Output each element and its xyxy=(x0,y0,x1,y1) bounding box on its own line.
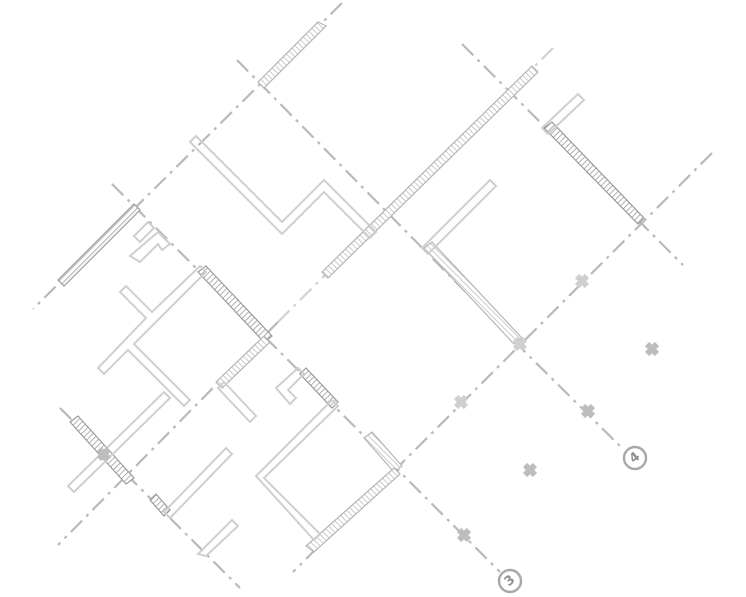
wall-upper-left-room xyxy=(188,134,378,240)
column-marker xyxy=(96,446,112,462)
grid-bubble-3: 3 xyxy=(497,568,523,594)
wall-top-left-hatched xyxy=(257,21,328,89)
wall-left-small-bracket xyxy=(128,230,172,264)
wall-room-top-bracket xyxy=(274,366,306,406)
hatched-walls xyxy=(57,21,645,553)
column-marker xyxy=(644,341,660,357)
wall-center-diagonal-hatched xyxy=(423,241,523,345)
column-marker xyxy=(453,394,469,410)
wall-small-bottom-hatched xyxy=(149,493,171,517)
column-marker xyxy=(574,273,590,289)
axis-line-far-right xyxy=(292,152,713,573)
wall-right-top-stub xyxy=(540,92,586,136)
axis-line-label-4 xyxy=(513,340,625,451)
column-marker xyxy=(522,462,538,478)
axis-line-left-diagonal xyxy=(236,59,515,342)
wall-room-top-hatched xyxy=(299,367,339,409)
axis-line-lower-left xyxy=(57,321,279,546)
wall-room-right-hatched xyxy=(363,431,403,473)
wall-room-bottom-hatched xyxy=(305,467,401,553)
wall-lower-door xyxy=(196,518,240,558)
wall-room-outline xyxy=(254,398,340,542)
column-marker xyxy=(512,336,528,352)
wall-left-partition xyxy=(96,264,208,408)
wall-lower-partition xyxy=(162,446,234,520)
columns xyxy=(96,273,660,543)
column-marker xyxy=(456,527,472,543)
column-marker xyxy=(580,403,596,419)
wall-mid-left-hatched xyxy=(197,265,273,343)
grid-bubble-4: 4 xyxy=(622,445,648,471)
plain-walls xyxy=(66,92,586,558)
wall-right-diagonal-hatched xyxy=(543,121,645,225)
wall-center-stub xyxy=(420,178,498,256)
wall-left-upper-hatched xyxy=(57,203,141,287)
wall-center-long-hatched xyxy=(321,65,539,279)
wall-mid-small xyxy=(216,380,258,424)
wall-left-small-l xyxy=(132,220,156,244)
wall-lower-mid-hatched xyxy=(215,335,271,389)
